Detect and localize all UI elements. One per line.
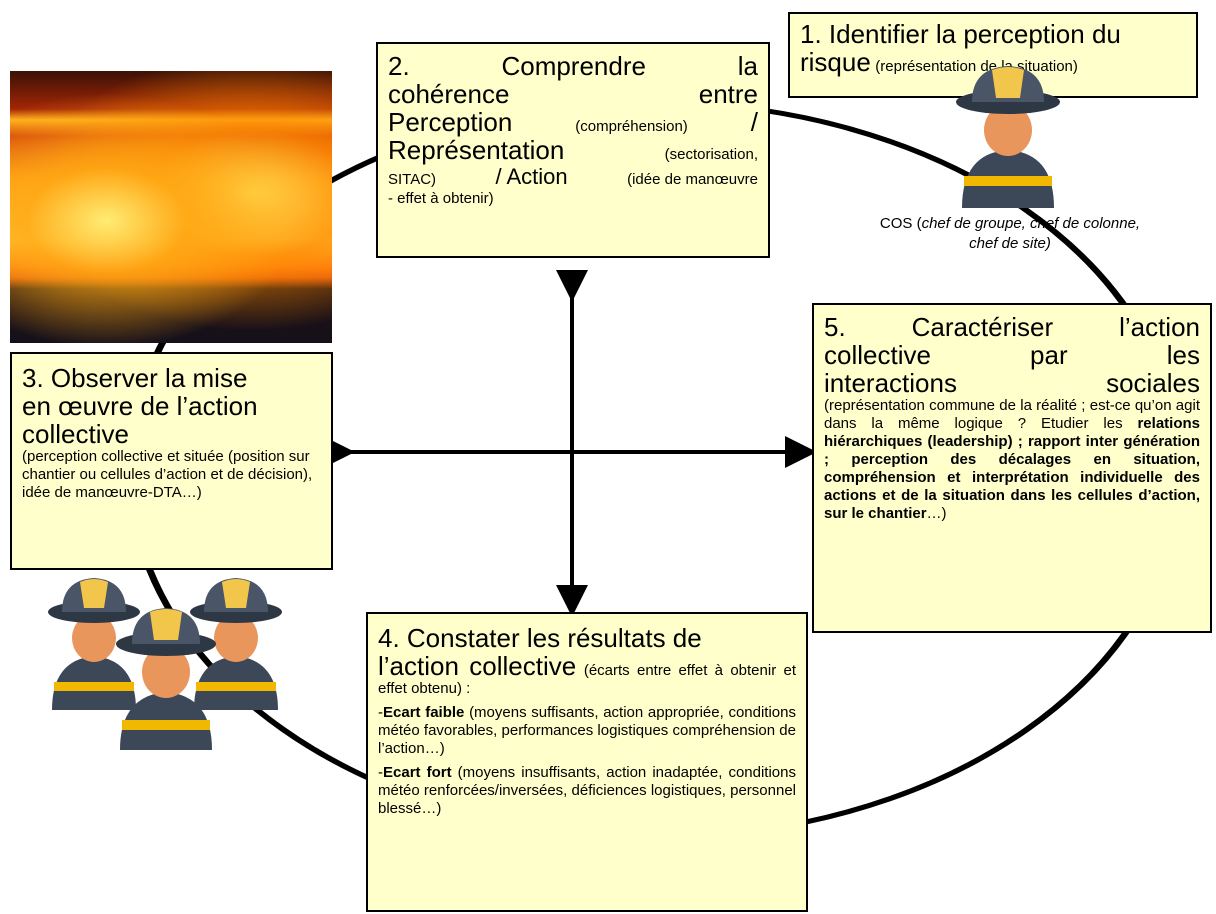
step2-line2: cohérence entre: [388, 80, 758, 108]
step2-box: 2. Comprendre la cohérence entre Percept…: [376, 42, 770, 258]
step2-l2b: entre: [698, 79, 758, 109]
step5-sub1: (représentation commune de la réalité ; …: [824, 397, 1200, 432]
step2-l5c: (idée de manœuvre: [627, 171, 758, 188]
step4-l1: 4. Constater les résultats de: [378, 623, 702, 653]
step4-l2sub: (écarts entre effet à obtenir et effet o…: [378, 662, 796, 697]
step1-title: 1. Identifier la perception du: [800, 19, 1121, 49]
step4-item1-text: (moyens suffisants, action appropriée, c…: [378, 704, 796, 757]
step4-item2-text: (moyens insuffisants, action inadaptée, …: [378, 764, 796, 817]
step5-l2b: par: [1030, 340, 1068, 370]
step2-l5a: SITAC): [388, 171, 437, 188]
step3-box: 3. Observer la mise en œuvre de l’action…: [10, 352, 333, 570]
step2-l5b: / Action: [495, 164, 568, 189]
cos-caption: COS (chef de groupe, chef de colonne, ch…: [870, 214, 1150, 254]
step5-body: (représentation commune de la réalité ; …: [824, 397, 1200, 523]
step5-line3: interactions sociales: [824, 369, 1200, 397]
step5-l1c: l’action: [1119, 312, 1200, 342]
step2-l3c: /: [750, 107, 758, 137]
forest-fire-image: [10, 71, 332, 343]
step2-l1b: Comprendre: [501, 51, 646, 81]
step2-line1: 2. Comprendre la: [388, 52, 758, 80]
step2-line3: Perception (compréhension) /: [388, 108, 758, 136]
step5-box: 5. Caractériser l’action collective par …: [812, 303, 1212, 633]
step4-item2: -Ecart fort (moyens insuffisants, action…: [378, 764, 796, 817]
step4-item2-bold: Ecart fort: [383, 764, 452, 781]
step3-l3: collective: [22, 419, 129, 449]
step2-l3b: (compréhension): [575, 118, 688, 135]
step3-l1: 3. Observer la mise: [22, 363, 248, 393]
step2-line5: SITAC) / Action (idée de manœuvre: [388, 164, 758, 190]
step2-l3a: Perception: [388, 107, 513, 137]
cos-italic: chef de groupe, chef de colonne, chef de…: [921, 215, 1141, 252]
step2-line4: Représentation (sectorisation,: [388, 136, 758, 164]
step5-line1: 5. Caractériser l’action: [824, 313, 1200, 341]
step4-l2: l’action collective: [378, 651, 577, 681]
firefighter-center-icon: [116, 608, 216, 750]
cos-firefighter-icon: [956, 66, 1060, 208]
firefighter-group-icon: [48, 578, 282, 750]
step3-l2: en œuvre de l’action: [22, 391, 258, 421]
firefighter-right-icon: [190, 578, 282, 710]
step5-l2a: collective: [824, 340, 931, 370]
step5-bold: relations hiérarchiques (leadership) ; r…: [824, 415, 1200, 522]
step5-line2: collective par les: [824, 341, 1200, 369]
step1-title-2: risque: [800, 47, 871, 77]
step2-line6: - effet à obtenir): [388, 190, 494, 207]
step5-l1a: 5.: [824, 312, 846, 342]
step4-item1-bold: Ecart faible: [383, 704, 465, 721]
step5-l1b: Caractériser: [911, 312, 1054, 342]
cos-prefix: COS (: [879, 215, 922, 232]
step2-l1c: la: [737, 51, 758, 81]
step4-box: 4. Constater les résultats de l’action c…: [366, 612, 808, 912]
step5-l3b: sociales: [1106, 368, 1200, 398]
step2-l4b: (sectorisation,: [664, 146, 758, 163]
step5-sub2: …): [926, 505, 947, 522]
step3-sub: (perception collective et située (positi…: [22, 448, 313, 501]
step2-l1a: 2.: [388, 51, 410, 81]
firefighter-left-icon: [48, 578, 140, 710]
step2-l2a: cohérence: [388, 79, 510, 109]
step5-l2c: les: [1166, 340, 1200, 370]
step4-item1: -Ecart faible (moyens suffisants, action…: [378, 704, 796, 757]
step5-l3a: interactions: [824, 368, 957, 398]
step2-l4a: Représentation: [388, 135, 565, 165]
